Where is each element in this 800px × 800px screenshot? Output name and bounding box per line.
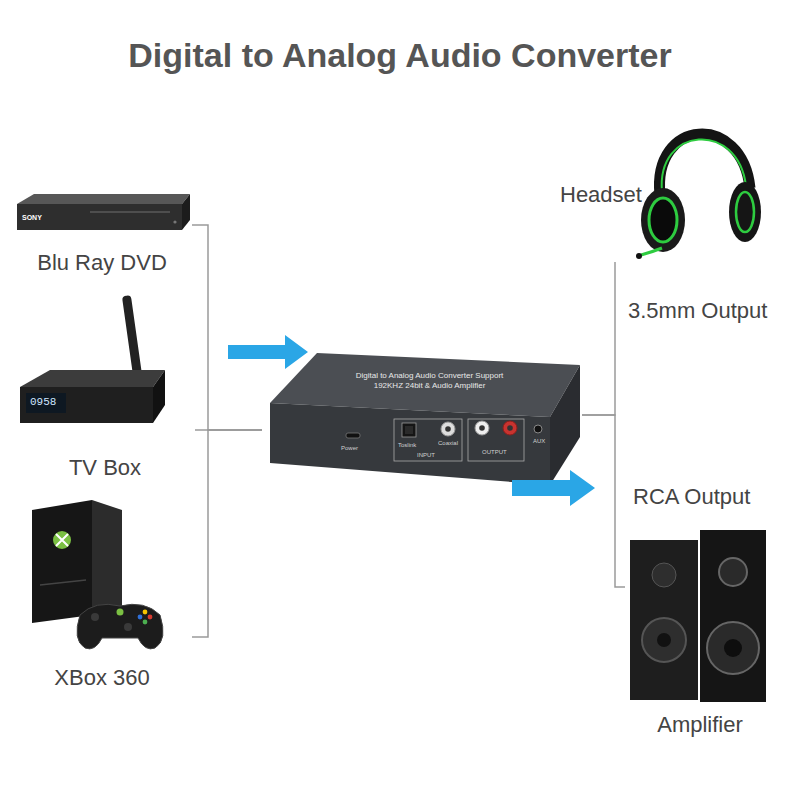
button-y	[143, 610, 148, 615]
player-top	[17, 194, 190, 204]
speaker-cabinet	[700, 530, 766, 702]
button-x	[138, 615, 143, 620]
connection-label: RCA Output	[633, 484, 750, 509]
player-front	[17, 204, 182, 230]
box-side	[153, 370, 165, 423]
source-device: TV Box	[15, 285, 195, 480]
port-label: AUX	[533, 438, 545, 444]
woofer	[707, 622, 759, 674]
power-port	[346, 433, 360, 438]
bracket-connector	[582, 262, 615, 415]
woofer-cap	[724, 639, 742, 657]
headband	[659, 134, 750, 195]
headband-stripe	[662, 139, 746, 192]
woofer-cap	[657, 633, 671, 647]
converter-device	[270, 353, 580, 485]
diagram-title: Digital to Analog Audio Converter	[0, 36, 800, 75]
mic-boom	[641, 248, 662, 255]
device-label: Amplifier	[657, 712, 743, 737]
device-label: TV Box	[69, 455, 141, 480]
player-button	[173, 220, 176, 223]
output-device: Headset	[555, 120, 770, 262]
converter-side	[550, 365, 580, 485]
guide-button	[117, 609, 124, 616]
player-side	[182, 194, 190, 230]
bluray-player	[17, 194, 190, 230]
rca-red	[503, 421, 517, 435]
button-a	[143, 620, 148, 625]
button-b	[148, 615, 153, 620]
input-frame	[394, 419, 462, 461]
speakers	[630, 530, 766, 702]
mic-tip	[636, 253, 642, 259]
earcup	[729, 182, 761, 242]
rca-white-hole	[479, 425, 485, 431]
tv-box	[20, 295, 165, 423]
port-label: Coaxial	[438, 440, 458, 446]
converter-front	[270, 403, 550, 485]
thumbstick	[124, 623, 132, 631]
thumbstick	[91, 613, 99, 621]
output-device: Amplifier	[625, 520, 775, 737]
console-logo	[53, 531, 71, 549]
coaxial-hole	[445, 426, 451, 432]
logo-x	[56, 534, 68, 546]
device-label: XBox 360	[54, 665, 149, 690]
rca-red-hole	[507, 425, 513, 431]
xbox-console	[32, 500, 163, 649]
source-device: Blu Ray DVD	[12, 190, 192, 275]
display	[26, 393, 66, 413]
earcup-ring	[649, 198, 677, 242]
port-group-label: OUTPUT	[482, 449, 507, 455]
tweeter	[652, 563, 676, 587]
output-frame	[468, 419, 524, 461]
source-device: XBox 360	[12, 495, 192, 690]
antenna	[122, 295, 143, 380]
bracket-connector	[192, 225, 262, 430]
console-slot	[40, 580, 86, 585]
rca-white	[475, 421, 489, 435]
connection-label: 3.5mm Output	[628, 298, 767, 323]
box-front	[20, 387, 153, 423]
toslink-port	[402, 423, 416, 437]
flow-arrow	[512, 470, 595, 506]
converter-box: Digital to Analog Audio Converter Suppor…	[262, 345, 582, 495]
tweeter	[719, 558, 747, 586]
display-digits: 0958	[30, 397, 56, 408]
controller	[77, 604, 163, 649]
device-print: Digital to Analog Audio Converter Suppor…	[342, 371, 517, 392]
headset	[636, 134, 761, 259]
box-top	[20, 370, 165, 387]
speaker-cabinet	[630, 540, 698, 700]
earcup-ring	[736, 192, 754, 232]
earcup	[641, 188, 685, 252]
device-label: Headset	[560, 182, 642, 207]
brand-mark: SONY	[22, 214, 42, 221]
console-side	[92, 500, 122, 615]
woofer	[642, 618, 686, 662]
disc-slot	[90, 211, 170, 213]
bracket-connector	[582, 415, 625, 587]
device-label: Blu Ray DVD	[37, 250, 167, 275]
toslink-inner	[405, 426, 413, 434]
coaxial-port	[441, 422, 455, 436]
port-group-label: INPUT	[417, 452, 435, 458]
flow-arrow	[228, 335, 308, 369]
console-front	[32, 500, 92, 623]
aux-port	[534, 425, 542, 433]
port-label: Power	[341, 445, 358, 451]
bracket-connector	[192, 430, 262, 637]
port-label: Toslink	[398, 442, 416, 448]
